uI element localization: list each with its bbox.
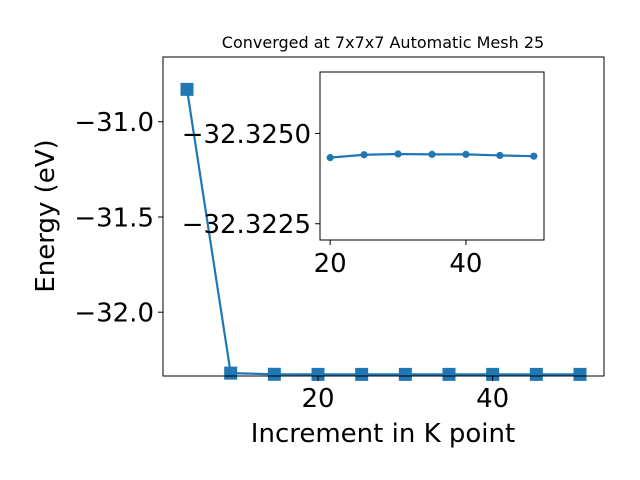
data-point-marker bbox=[530, 152, 538, 160]
data-point-marker bbox=[398, 367, 412, 381]
data-point-marker bbox=[496, 151, 504, 160]
main-series bbox=[180, 82, 587, 381]
x-tick-label: 20 bbox=[314, 249, 347, 279]
data-point-marker bbox=[529, 367, 543, 381]
data-point-marker bbox=[224, 366, 238, 380]
data-point-marker bbox=[267, 367, 281, 381]
data-point-marker bbox=[360, 151, 368, 159]
inset-plot-frame bbox=[319, 71, 545, 241]
series-line bbox=[185, 89, 580, 376]
x-tick-label: 40 bbox=[476, 384, 509, 414]
y-tick-label: −32.3225 bbox=[182, 210, 311, 240]
x-tick-label: 20 bbox=[301, 384, 334, 414]
y-tick-label: −31.0 bbox=[74, 108, 154, 138]
data-point-marker bbox=[180, 82, 194, 96]
data-point-marker bbox=[394, 150, 402, 158]
y-tick-label: −32.3250 bbox=[182, 120, 311, 150]
data-point-marker bbox=[486, 367, 500, 381]
inset-series bbox=[326, 150, 538, 162]
data-point-marker bbox=[462, 150, 470, 158]
y-axis-label: Energy (eV) bbox=[31, 139, 61, 292]
data-point-marker bbox=[428, 150, 436, 158]
main-y-ticks: −31.0 −31.5 −32.0 bbox=[74, 108, 163, 329]
x-axis-label: Increment in K point bbox=[251, 419, 515, 449]
main-title: Converged at 7x7x7 Automatic Mesh 25 bbox=[222, 33, 544, 52]
data-point-marker bbox=[326, 154, 334, 162]
data-point-marker bbox=[355, 367, 369, 381]
data-point-marker bbox=[442, 367, 456, 381]
inset-y-ticks: −32.3250 −32.3225 bbox=[182, 120, 320, 240]
data-point-marker bbox=[311, 367, 325, 381]
data-point-marker bbox=[573, 367, 587, 381]
y-tick-label: −31.5 bbox=[74, 203, 154, 233]
x-tick-label: 40 bbox=[449, 249, 482, 279]
y-tick-label: −32.0 bbox=[74, 299, 154, 329]
